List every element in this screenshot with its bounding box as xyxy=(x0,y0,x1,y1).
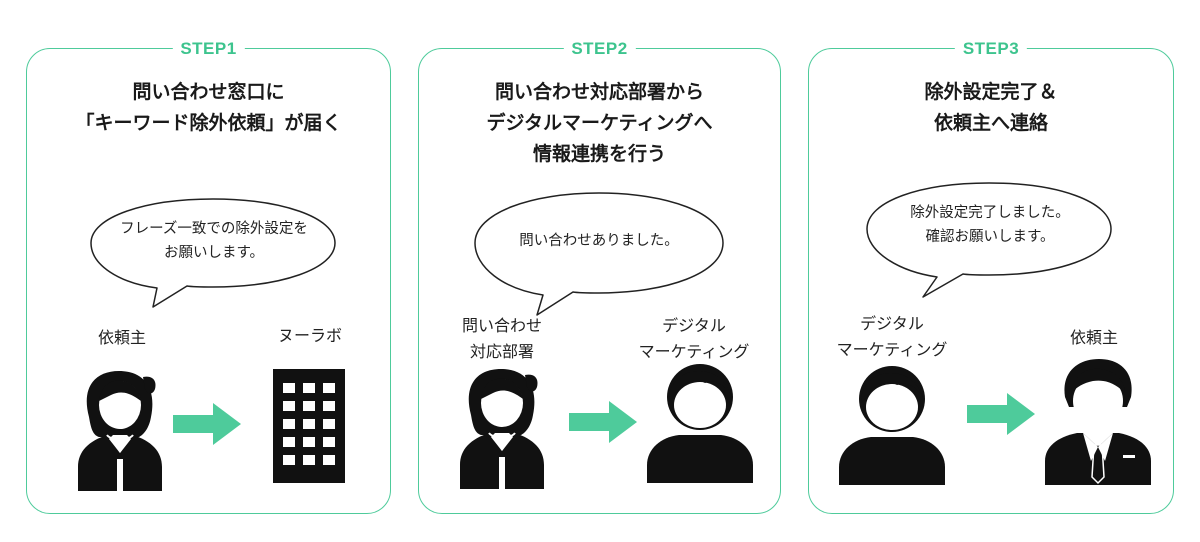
speech-bubble-shape xyxy=(90,198,336,308)
to-label: デジタル マーケティング xyxy=(619,313,769,365)
step-label: STEP2 xyxy=(563,38,636,60)
title-line: 問い合わせ対応部署から xyxy=(494,81,704,103)
speech-bubble: 問い合わせありました。 xyxy=(473,191,725,317)
label-line: デジタル xyxy=(860,314,924,333)
bubble-line: フレーズ一致での除外設定を xyxy=(120,221,308,237)
woman-icon xyxy=(460,369,544,489)
arrow-right-icon xyxy=(173,403,241,445)
bubble-line: 確認お願いします。 xyxy=(925,229,1055,245)
step-title: 問い合わせ窓口に 「キーワード除外依頼」が届く xyxy=(27,77,390,139)
from-label: 問い合わせ 対応部署 xyxy=(437,313,567,365)
woman-icon xyxy=(78,371,162,491)
title-line: 問い合わせ窓口に xyxy=(132,81,285,103)
arrow-right-icon xyxy=(967,393,1035,435)
step-label: STEP1 xyxy=(172,38,245,60)
bubble-line: 問い合わせありました。 xyxy=(519,233,679,249)
bubble-line: お願いします。 xyxy=(163,245,265,261)
speech-bubble: フレーズ一致での除外設定を お願いします。 xyxy=(89,197,339,309)
building-icon xyxy=(273,369,345,483)
title-line: デジタルマーケティングへ xyxy=(486,112,713,134)
from-label: デジタル マーケティング xyxy=(817,311,967,363)
step3-panel: STEP3 除外設定完了＆ 依頼主へ連絡 除外設定完了しました。 確認お願いしま… xyxy=(808,38,1174,514)
to-label: 依頼主 xyxy=(1039,325,1149,351)
title-line: 「キーワード除外依頼」が届く xyxy=(75,112,342,134)
step-label: STEP3 xyxy=(954,38,1028,60)
title-line: 除外設定完了＆ xyxy=(924,81,1058,103)
speech-bubble-shape xyxy=(474,192,724,316)
bubble-line: 除外設定完了しました。 xyxy=(910,205,1070,221)
bubble-text: 問い合わせありました。 xyxy=(473,229,725,253)
from-label: 依頼主 xyxy=(67,325,177,351)
bubble-text: 除外設定完了しました。 確認お願いします。 xyxy=(865,201,1115,249)
label-line: 依頼主 xyxy=(1069,328,1118,347)
to-label: ヌーラボ xyxy=(245,323,375,349)
step-title: 除外設定完了＆ 依頼主へ連絡 xyxy=(809,77,1173,139)
title-line: 情報連携を行う xyxy=(532,143,666,165)
speech-bubble-shape xyxy=(866,182,1112,298)
label-line: 依頼主 xyxy=(97,328,146,347)
businessman-icon xyxy=(1045,359,1151,485)
step2-panel: STEP2 問い合わせ対応部署から デジタルマーケティングへ 情報連携を行う 問… xyxy=(418,38,781,514)
label-line: マーケティング xyxy=(638,342,750,361)
label-line: デジタル xyxy=(662,316,726,335)
man-icon xyxy=(647,364,753,483)
bubble-text: フレーズ一致での除外設定を お願いします。 xyxy=(89,217,339,265)
speech-bubble: 除外設定完了しました。 確認お願いします。 xyxy=(865,181,1115,299)
label-line: 問い合わせ xyxy=(461,316,542,335)
man-icon xyxy=(839,366,945,485)
arrow-right-icon xyxy=(569,401,637,443)
title-line: 依頼主へ連絡 xyxy=(933,112,1048,134)
step1-panel: STEP1 問い合わせ窓口に 「キーワード除外依頼」が届く フレーズ一致での除外… xyxy=(26,38,391,514)
label-line: マーケティング xyxy=(836,340,948,359)
step-title: 問い合わせ対応部署から デジタルマーケティングへ 情報連携を行う xyxy=(419,77,780,170)
label-line: 対応部署 xyxy=(469,342,534,361)
label-line: ヌーラボ xyxy=(277,326,342,345)
